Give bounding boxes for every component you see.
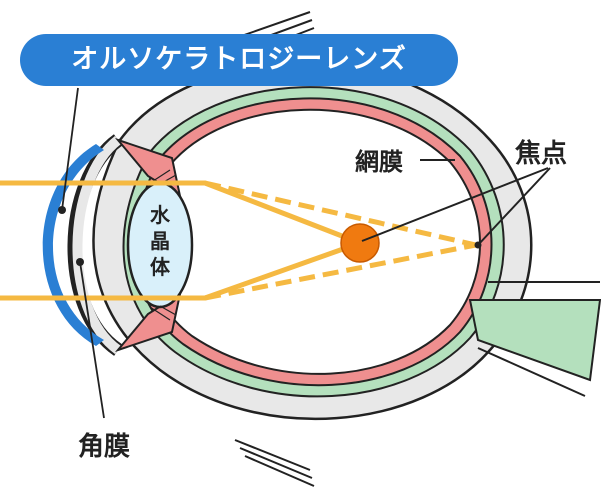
focal-leader-2 (477, 167, 551, 246)
light-ray-bottom-dashed (204, 242, 477, 301)
optic-nerve-sheath-bottom (477, 347, 586, 397)
retina-focus-marker (474, 241, 482, 249)
optic-nerve (468, 299, 601, 382)
focal-point-label: 焦点 (515, 138, 567, 169)
crystalline-lens-label-2: 晶 (150, 229, 170, 253)
retina-label: 網膜 (355, 148, 403, 176)
focal-leader-1 (361, 167, 549, 242)
lens-leader (61, 87, 79, 211)
crystalline-lens-label-3: 体 (150, 255, 171, 279)
light-ray-top-dashed (204, 180, 477, 248)
cornea-inner (72, 136, 122, 355)
muscle-bottom (234, 439, 315, 487)
cornea-marker (76, 258, 84, 266)
cornea-leader (79, 261, 105, 419)
title-badge: オルソケラトロジーレンズ (20, 34, 458, 86)
vitreous (146, 108, 481, 375)
lens-marker (58, 206, 66, 214)
cornea-label: 角膜 (78, 431, 130, 462)
focus-dot (340, 223, 380, 263)
zonule-fibers (149, 169, 177, 321)
crystalline-lens-label-1: 水 (150, 203, 171, 227)
